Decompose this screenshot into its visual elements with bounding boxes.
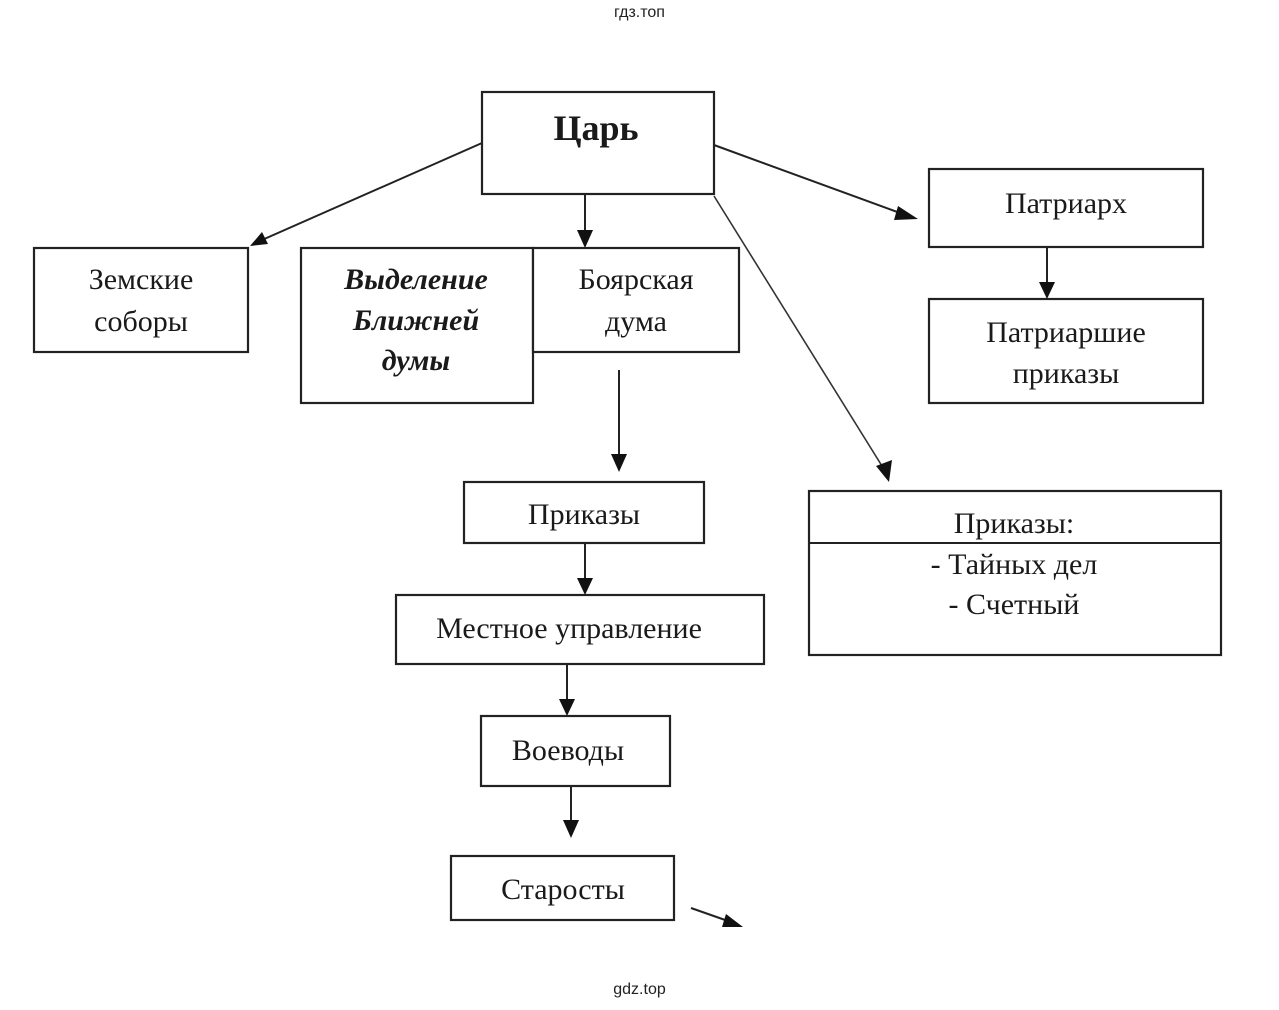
edge-patriarkh-patriarshie	[1039, 247, 1055, 299]
node-patriarkh-label: Патриарх	[1005, 187, 1127, 220]
node-voevody	[479, 714, 672, 788]
watermark-top: гдз.топ	[614, 4, 665, 21]
edge-prikazy-mestnoe	[577, 543, 593, 595]
edge-starosty-out	[690, 907, 743, 927]
node-blizhnyaya-label-2: Ближней	[352, 304, 479, 337]
node-zemskie-label-1: Земские	[89, 263, 194, 296]
node-special-item: - Тайных дел	[931, 548, 1098, 581]
node-starosty-label: Старосты	[501, 873, 625, 906]
edge-tsar-boyarskaya	[577, 194, 593, 248]
node-special-header: Приказы:	[954, 507, 1075, 540]
node-patriarshie-prikazy	[927, 297, 1205, 405]
node-prikazy	[462, 480, 706, 545]
edge-mestnoe-voevody	[559, 664, 575, 716]
node-boyarskaya-label-1: Боярская	[578, 263, 693, 296]
edge-voevody-starosty	[563, 786, 579, 838]
watermark-bottom: gdz.top	[613, 981, 666, 998]
node-tsar	[480, 90, 716, 196]
node-mestnoe-label: Местное управление	[436, 612, 702, 645]
node-patriarshie-label-2: приказы	[1013, 357, 1120, 390]
node-patriarkh	[927, 167, 1205, 249]
edge-boyarskaya-prikazy	[611, 370, 627, 472]
node-patriarshie-label-1: Патриаршие	[986, 316, 1146, 349]
node-boyarskaya-duma	[531, 246, 741, 354]
node-special-prikazy	[807, 489, 1223, 657]
edge-tsar-special-prikazy	[713, 195, 892, 482]
node-tsar-label: Царь	[553, 108, 638, 148]
node-blizhnyaya-label-3: думы	[382, 344, 450, 377]
edge-tsar-patriarkh	[713, 144, 918, 220]
edge-tsar-zemskie	[250, 142, 483, 246]
node-starosty	[449, 854, 676, 922]
node-prikazy-label: Приказы	[528, 498, 640, 531]
node-blizhnyaya-label-1: Выделение	[343, 263, 488, 296]
node-special-item: - Счетный	[949, 588, 1080, 621]
node-boyarskaya-label-2: дума	[605, 305, 667, 338]
node-zemskie-sobory	[32, 246, 250, 354]
node-voevody-label: Воеводы	[512, 734, 624, 767]
node-mestnoe-upravlenie	[394, 593, 766, 666]
node-zemskie-label-2: соборы	[94, 305, 188, 338]
